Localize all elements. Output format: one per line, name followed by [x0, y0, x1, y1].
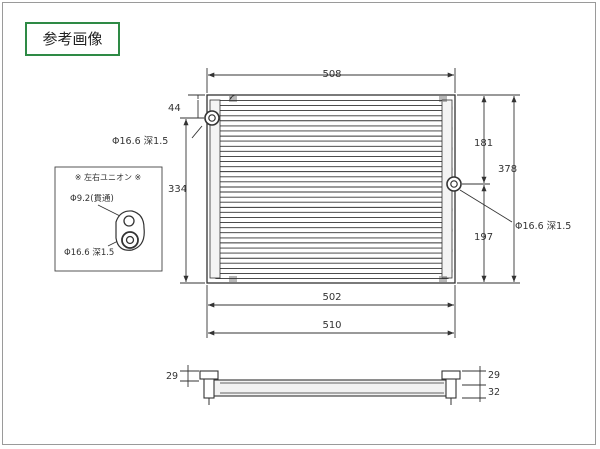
- side-view: [199, 370, 461, 405]
- tube-row: [213, 99, 451, 107]
- tube-row: [213, 201, 451, 208]
- tube-row: [213, 232, 451, 239]
- tube-row: [213, 150, 451, 157]
- tube-row: [213, 222, 451, 229]
- tube-row: [213, 140, 451, 147]
- inset-hole-small-label: Φ9.2(貫通): [70, 193, 114, 204]
- port-left-fitting: [204, 110, 220, 126]
- image-frame: [2, 2, 596, 445]
- dim-510: 510: [322, 320, 341, 331]
- leader-port-left: [191, 125, 203, 139]
- port-left-label: Φ16.6 深1.5: [112, 136, 168, 147]
- union-inset: ※ 左右ユニオン ※ Φ9.2(貫通) Φ16.6 深1.5: [54, 166, 163, 272]
- tube-row: [213, 120, 451, 127]
- tube-row: [213, 191, 451, 198]
- tube-row: [213, 272, 451, 280]
- reference-image-badge: 参考画像: [25, 22, 120, 56]
- dim-181: 181: [474, 138, 493, 149]
- tube-row: [213, 242, 451, 249]
- dim-334: 334: [168, 184, 187, 195]
- dim-197: 197: [474, 232, 493, 243]
- tube-row: [213, 171, 451, 178]
- tube-row: [213, 252, 451, 259]
- hole-small-icon: [123, 215, 135, 227]
- side-dim-right-29: 29: [488, 370, 500, 381]
- dim-508: 508: [322, 69, 341, 80]
- tube-row: [213, 181, 451, 188]
- condenser-body: [206, 94, 456, 284]
- tube-row: [213, 211, 451, 218]
- inset-hole-large-label: Φ16.6 深1.5: [64, 248, 114, 258]
- leader-port-right: [459, 189, 513, 223]
- tube-row: [213, 110, 451, 117]
- port-right-fitting: [446, 176, 462, 192]
- tube-row: [213, 161, 451, 168]
- dim-502: 502: [322, 292, 341, 303]
- dim-44: 44: [168, 103, 181, 114]
- port-right-label: Φ16.6 深1.5: [515, 221, 571, 232]
- tube-row: [213, 130, 451, 137]
- dim-378: 378: [498, 164, 517, 175]
- inset-title: ※ 左右ユニオン ※: [75, 172, 142, 182]
- tube-row: [213, 262, 451, 269]
- side-dim-left-29: 29: [166, 371, 178, 382]
- side-dim-right-32: 32: [488, 387, 500, 398]
